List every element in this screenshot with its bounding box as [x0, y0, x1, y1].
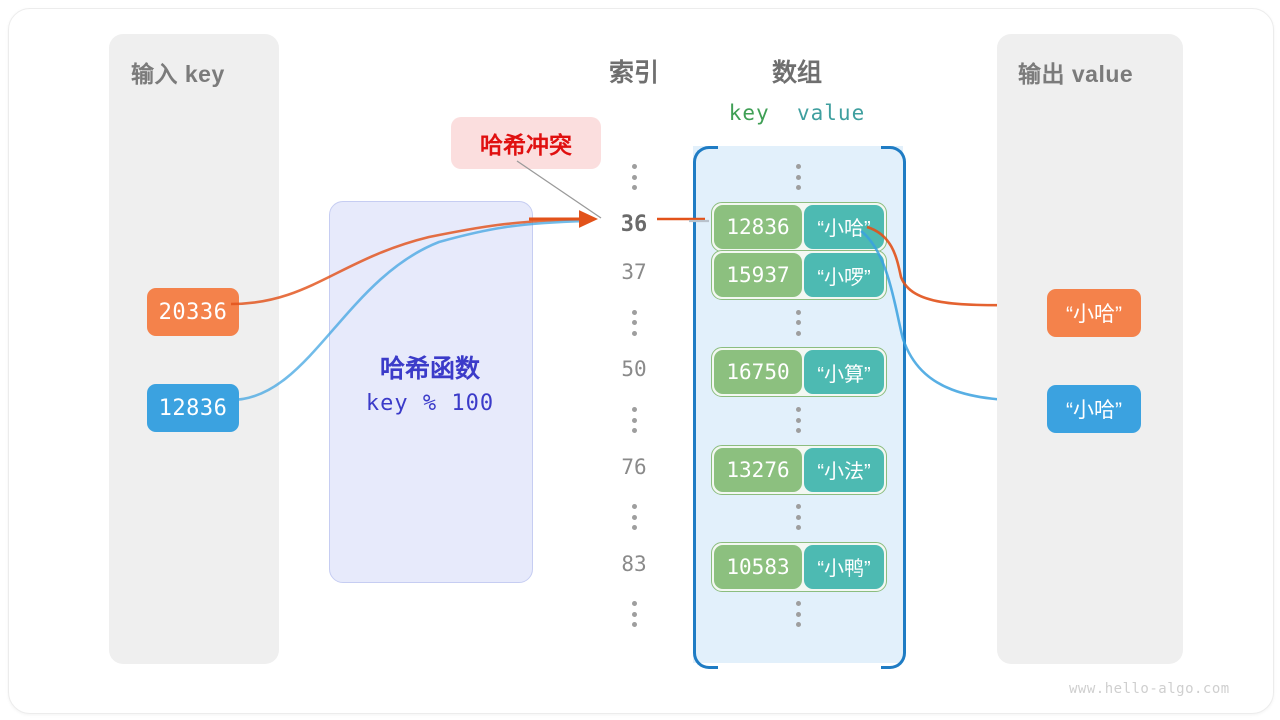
array-cell-36[interactable]: 12836“小哈” [711, 201, 887, 252]
cell-key: 16750 [714, 350, 802, 395]
array-left-bracket [693, 146, 718, 669]
index-ellipsis [627, 601, 641, 628]
key-value-header: key value [709, 101, 885, 125]
array-right-bracket [881, 146, 906, 669]
cell-key: 12836 [714, 204, 802, 249]
output-value-panel-title: 输出 value [1018, 61, 1134, 87]
array-cell-37[interactable]: 15937“小啰” [711, 250, 887, 301]
input-key-panel [109, 34, 279, 664]
output-value-1[interactable]: “小哈” [1047, 385, 1141, 433]
cell-value: “小鸭” [804, 544, 884, 589]
watermark: www.hello-algo.com [1069, 681, 1230, 697]
cell-key: 10583 [714, 544, 802, 589]
array-cell-83[interactable]: 10583“小鸭” [711, 541, 887, 592]
key-header-label: key [728, 101, 770, 125]
cell-key: 13276 [714, 447, 802, 492]
array-column-header: 数组 [771, 59, 822, 87]
output-value-panel [997, 34, 1183, 664]
array-ellipsis [791, 407, 805, 433]
hash-function-formula: key % 100 [365, 391, 495, 416]
index-label-76: 76 [621, 454, 647, 479]
output-value-0[interactable]: “小哈” [1047, 289, 1141, 337]
index-ellipsis [627, 309, 641, 336]
index-ellipsis [627, 504, 641, 531]
array-ellipsis [791, 164, 805, 190]
value-header-label: value [797, 101, 866, 125]
index-label-37: 37 [621, 260, 647, 285]
input-key-12836[interactable]: 12836 [147, 384, 239, 432]
index-label-50: 50 [621, 357, 647, 382]
index-ellipsis [627, 164, 641, 190]
array-ellipsis [791, 601, 805, 628]
hash-collision-badge: 哈希冲突 [451, 117, 601, 169]
array-ellipsis [791, 504, 805, 531]
input-key-20336[interactable]: 20336 [147, 288, 239, 336]
diagram-canvas: 输入 key 20336 12836 哈希函数 key % 100 哈希冲突 索… [8, 8, 1274, 714]
index-label-83: 83 [621, 551, 647, 576]
array-cell-76[interactable]: 13276“小法” [711, 444, 887, 495]
index-ellipsis [627, 407, 641, 433]
cell-value: “小法” [804, 447, 884, 492]
cell-value: “小哈” [804, 204, 884, 249]
array-cell-50[interactable]: 16750“小算” [711, 347, 887, 398]
cell-value: “小啰” [804, 253, 884, 298]
index-label-36: 36 [620, 211, 648, 237]
cell-value: “小算” [804, 350, 884, 395]
cell-key: 15937 [714, 253, 802, 298]
array-ellipsis [791, 309, 805, 336]
index-column-header: 索引 [608, 59, 659, 87]
input-key-panel-title: 输入 key [131, 61, 225, 87]
hash-function-title: 哈希函数 [379, 355, 480, 383]
